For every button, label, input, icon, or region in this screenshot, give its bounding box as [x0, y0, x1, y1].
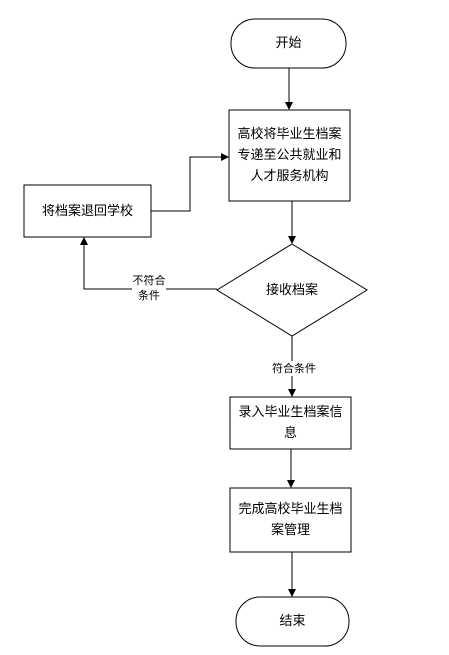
complete-process-box	[229, 487, 352, 553]
end-label: 结束	[279, 614, 306, 629]
qualified-label: 符合条件	[266, 361, 322, 376]
not-qualified-label: 不符合条件	[132, 273, 166, 303]
return-school-process-box	[23, 184, 152, 238]
arrow-receive-to-return	[80, 237, 217, 290]
complete-label: 完成高校毕业生档案管理	[238, 502, 343, 538]
deliver-label: 高校将毕业生档案专递至公共就业和人才服务机构	[237, 127, 342, 184]
record-label: 录入毕业生档案信息	[238, 405, 343, 441]
deliver-process-box	[228, 109, 351, 202]
end-terminal	[235, 596, 350, 647]
start-label: 开始	[275, 36, 302, 51]
arrow-return-to-deliver	[151, 153, 229, 212]
return-school-label: 将档案退回学校	[41, 203, 133, 219]
receive-label: 接收档案	[265, 282, 318, 298]
record-process-box	[229, 396, 352, 450]
